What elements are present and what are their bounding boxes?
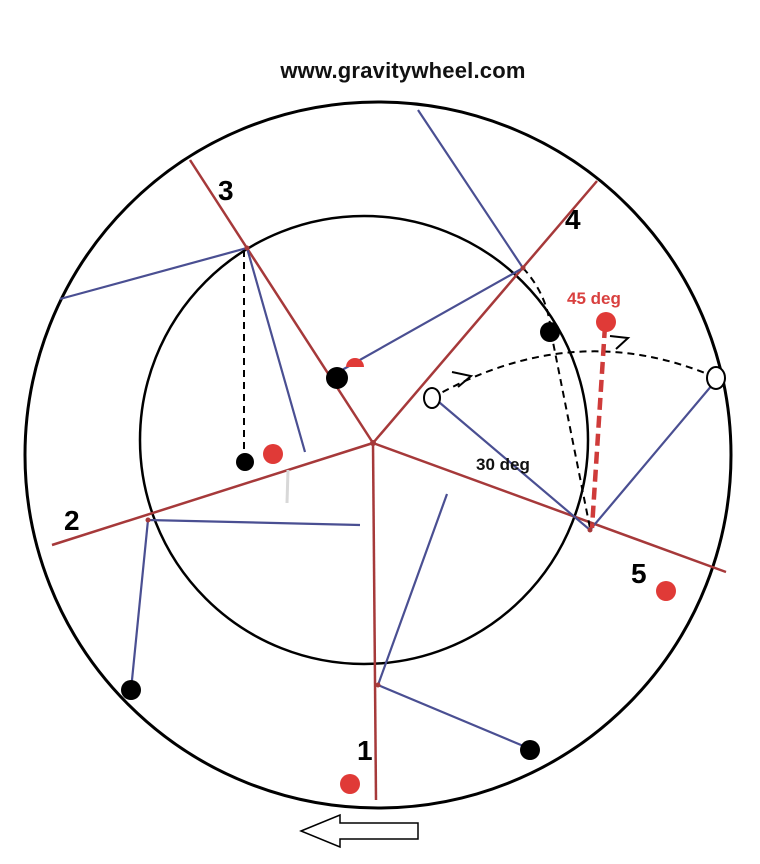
- black-weights: [121, 322, 560, 760]
- black-weight: [326, 367, 348, 389]
- hollow-weight: [706, 366, 726, 390]
- arc-arrow-left-icon: [451, 371, 474, 388]
- radius-line-30: [550, 331, 591, 529]
- red-weight: [263, 444, 283, 464]
- site-title: www.gravitywheel.com: [280, 58, 526, 83]
- spoke-5: [372, 441, 727, 574]
- artifacts: [285, 469, 290, 504]
- black-weight: [121, 680, 141, 700]
- spokes: [51, 159, 727, 801]
- pivot-3: [244, 245, 250, 251]
- arc-4: [522, 267, 552, 333]
- pivot-4: [520, 265, 526, 271]
- inner-rim: [138, 214, 590, 666]
- spoke-1: [371, 442, 378, 801]
- arc-arrows: [451, 335, 631, 388]
- red-weight: [656, 581, 676, 601]
- black-weight: [540, 322, 560, 342]
- pivot-1: [375, 682, 381, 688]
- left-arrow-icon: [299, 813, 419, 849]
- pivots: [145, 245, 593, 688]
- pivot-2: [145, 517, 151, 523]
- red-weight-half: [346, 358, 364, 367]
- hub: [370, 440, 376, 446]
- red-weight: [596, 312, 616, 332]
- spoke-4: [372, 180, 598, 444]
- arc-arrow-right-icon: [609, 335, 631, 350]
- spoke-label-3: 3: [218, 175, 234, 206]
- spoke-3: [188, 159, 375, 444]
- levers: [59, 109, 719, 752]
- hollow-weight: [423, 387, 441, 409]
- spoke-label-5: 5: [631, 558, 647, 589]
- lever-4: [341, 109, 525, 371]
- hollow-weights: [423, 366, 726, 409]
- spoke-label-1: 1: [357, 735, 373, 766]
- lever-arc: [431, 350, 718, 399]
- red-dashed-line: [589, 325, 608, 529]
- spoke-label-4: 4: [565, 204, 581, 235]
- black-weight: [236, 453, 254, 471]
- spoke-label-2: 2: [64, 505, 80, 536]
- pivot-5: [587, 527, 593, 533]
- outer-rim: [23, 100, 733, 810]
- spoke-2: [51, 441, 374, 547]
- artifact-mark: [285, 469, 290, 504]
- lever-3: [59, 246, 307, 453]
- black-weight: [520, 740, 540, 760]
- angle-label-30: 30 deg: [476, 455, 530, 474]
- red-weights: [263, 312, 676, 794]
- angle-label-45: 45 deg: [567, 289, 621, 308]
- lever-1-a: [376, 493, 449, 686]
- red-weight: [340, 774, 360, 794]
- lever-1-b: [377, 683, 534, 752]
